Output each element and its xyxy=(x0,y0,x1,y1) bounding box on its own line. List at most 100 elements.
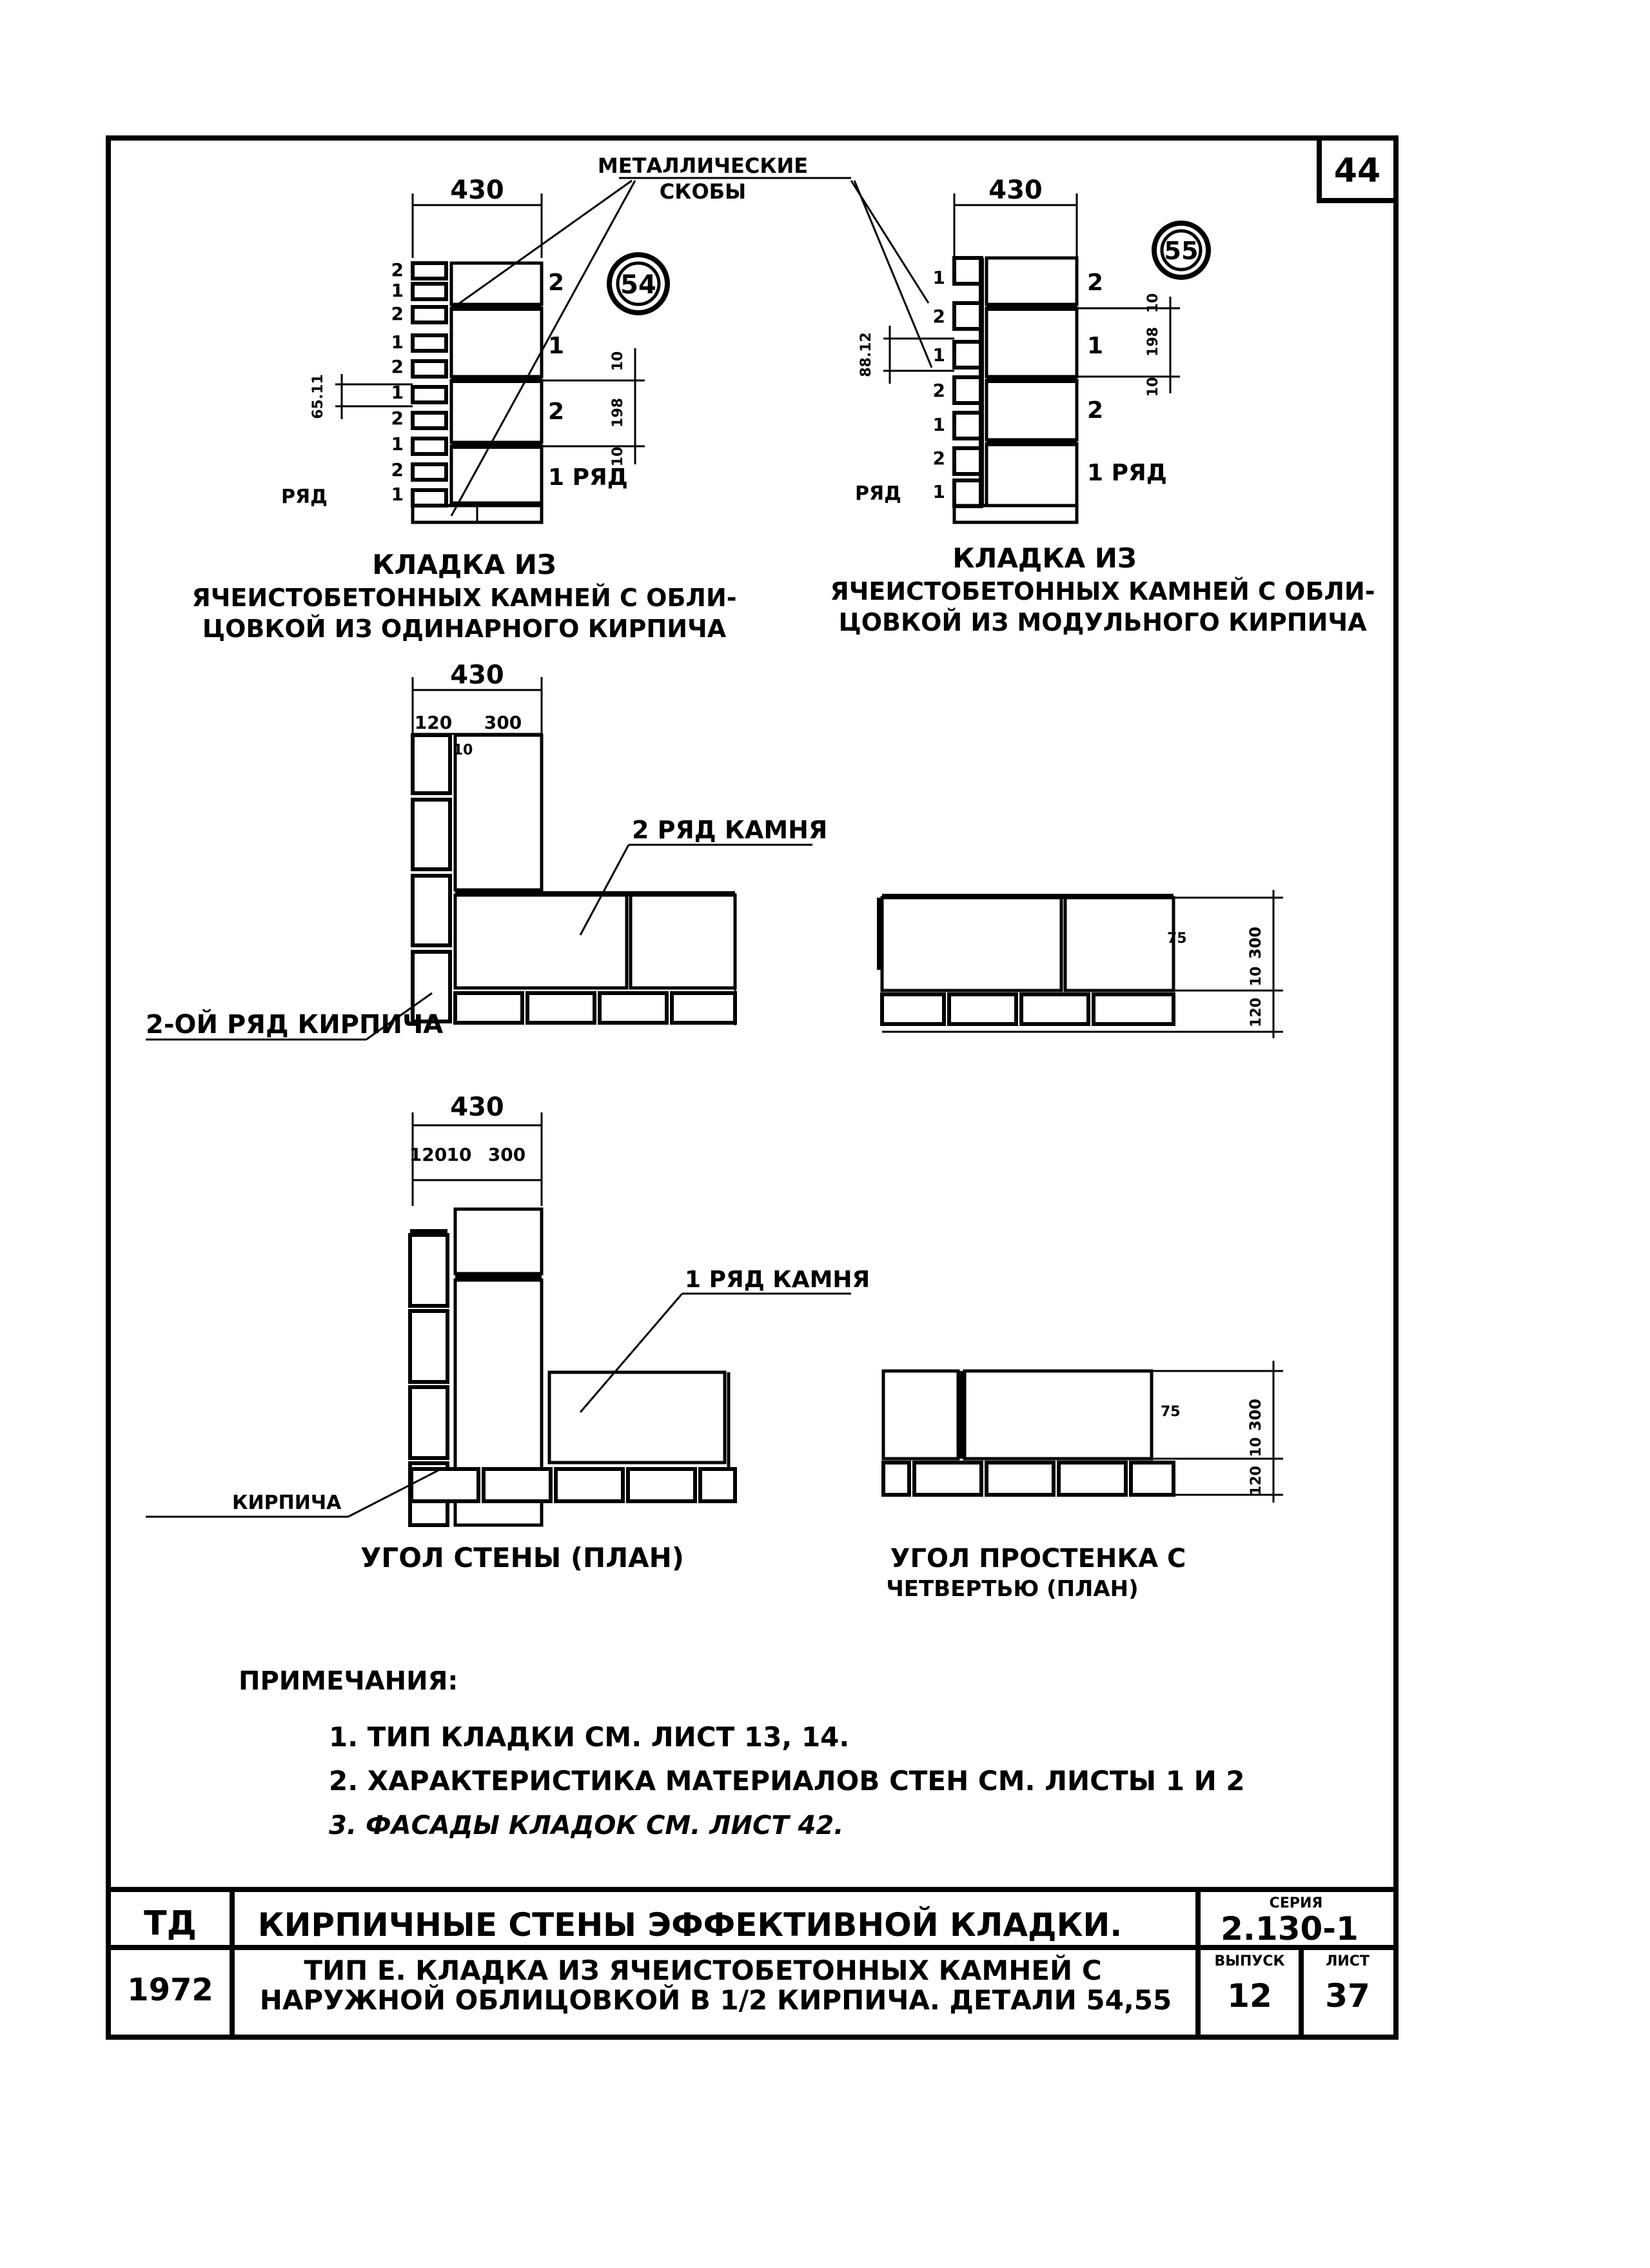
org: ТД xyxy=(144,1904,197,1943)
leader-line xyxy=(457,179,633,306)
course-number: 1 xyxy=(933,267,945,288)
sheet-number-box xyxy=(1317,135,1399,203)
caption-line: ЯЧЕИСТОБЕТОННЫХ КАМНЕЙ С ОБЛИ- xyxy=(830,577,1375,606)
dim-300: 300 xyxy=(1246,927,1264,959)
dim-75: 75 xyxy=(1161,1404,1181,1420)
note-item: 1. ТИП КЛАДКИ СМ. ЛИСТ 13, 14. xyxy=(329,1721,849,1753)
course-number: 2 xyxy=(391,459,404,480)
issue: 12 xyxy=(1227,1977,1272,2015)
dim-10: 10 xyxy=(447,1144,472,1165)
dim-120: 120 xyxy=(415,712,452,733)
dim-430: 430 xyxy=(450,1092,504,1122)
stone-row: 2 xyxy=(1087,270,1103,296)
caption-line: ЦОВКОЙ ИЗ ОДИНАРНОГО КИРПИЧА xyxy=(202,615,727,643)
stone-block xyxy=(449,444,544,505)
detail-54: 430 2 1 2 1 2 1 xyxy=(192,175,736,643)
leader-line xyxy=(853,180,933,368)
note-item: 3. ФАСАДЫ КЛАДОК СМ. ЛИСТ 42. xyxy=(329,1811,843,1840)
caption-line: КЛАДКА ИЗ xyxy=(952,542,1137,574)
row-label: РЯД xyxy=(281,486,328,508)
sheet-number: 44 xyxy=(1334,152,1380,190)
stone-row: 1 xyxy=(548,333,564,359)
stone-row: 2 xyxy=(548,270,564,296)
course-number: 1 xyxy=(933,481,945,502)
row-label: РЯД xyxy=(855,482,901,505)
notes-title: ПРИМЕЧАНИЯ: xyxy=(239,1666,458,1696)
brick-column xyxy=(952,256,983,508)
course-number: 1 xyxy=(391,484,404,505)
dim-10: 10 xyxy=(1248,967,1264,987)
brick-column xyxy=(411,261,448,508)
dim-stone-joint: 10 xyxy=(610,351,626,371)
caption-line: ЦОВКОЙ ИЗ МОДУЛЬНОГО КИРПИЧА xyxy=(838,608,1367,636)
year: 1972 xyxy=(127,1972,213,2008)
course-number: 2 xyxy=(391,408,404,429)
dim-120: 120 xyxy=(1248,1466,1264,1495)
dim-stone-joint: 10 xyxy=(1145,293,1161,313)
notes: ПРИМЕЧАНИЯ: 1. ТИП КЛАДКИ СМ. ЛИСТ 13, 1… xyxy=(239,1666,1245,1840)
note-item: 2. ХАРАКТЕРИСТИКА МАТЕРИАЛОВ СТЕН СМ. ЛИ… xyxy=(329,1765,1245,1797)
sheet: 37 xyxy=(1325,1977,1370,2015)
detail-number: 54 xyxy=(620,270,656,300)
course-number: 2 xyxy=(933,448,945,469)
plan-row-1: 430 120 10 300 1 РЯД КАМНЯ КИРПИЧА xyxy=(146,1092,1283,1602)
course-number: 1 xyxy=(933,344,945,366)
label-stone: 1 РЯД КАМНЯ xyxy=(685,1267,870,1293)
sheet-label: ЛИСТ xyxy=(1326,1953,1370,1969)
stone-row: 2 xyxy=(1087,397,1103,424)
detail-55: 430 1 2 1 2 1 2 1 РЯД xyxy=(830,175,1375,636)
title-block: ТД 1972 КИРПИЧНЫЕ СТЕНЫ ЭФФЕКТИВНОЙ КЛАД… xyxy=(108,1887,1396,2037)
metal-ties-line2: СКОБЫ xyxy=(660,179,746,204)
course-number: 2 xyxy=(933,306,945,327)
stone-row: 2 xyxy=(548,399,564,425)
label-brick: 2-ОЙ РЯД КИРПИЧА xyxy=(146,1009,443,1040)
course-number: 2 xyxy=(391,356,404,377)
dim-430: 430 xyxy=(988,175,1043,205)
metal-ties-line1: МЕТАЛЛИЧЕСКИЕ xyxy=(598,153,808,178)
leader-line xyxy=(850,180,930,304)
stone-block xyxy=(449,261,544,306)
dim-stone: 198 xyxy=(1145,327,1161,357)
course-number: 1 xyxy=(391,433,404,455)
course-number: 1 xyxy=(391,280,404,301)
sheet-subtitle-1: ТИП Е. КЛАДКА ИЗ ЯЧЕИСТОБЕТОННЫХ КАМНЕЙ … xyxy=(304,1954,1101,1986)
stone-row: 1 xyxy=(1087,333,1103,359)
course-number: 2 xyxy=(391,303,404,324)
detail-circle xyxy=(607,252,670,315)
course-number: 2 xyxy=(933,380,945,401)
caption-pier-corner-2: ЧЕТВЕРТЬЮ (ПЛАН) xyxy=(886,1576,1138,1602)
course-number: 1 xyxy=(933,414,945,435)
detail-circle xyxy=(1152,221,1211,280)
dim-bottom: 10 xyxy=(610,447,626,467)
series-label: СЕРИЯ xyxy=(1270,1895,1323,1911)
sheet-frame xyxy=(106,135,1399,2040)
detail-number: 55 xyxy=(1164,237,1199,265)
course-number: 1 xyxy=(391,382,404,403)
label-brick: КИРПИЧА xyxy=(232,1492,342,1514)
dim-120: 120 xyxy=(409,1144,447,1165)
dim-joint: 88.12 xyxy=(858,332,874,377)
dim-430: 430 xyxy=(450,660,504,690)
dim-300: 300 xyxy=(1246,1399,1264,1431)
issue-label: ВЫПУСК xyxy=(1214,1953,1284,1969)
caption-line: ЯЧЕИСТОБЕТОННЫХ КАМНЕЙ С ОБЛИ- xyxy=(192,584,736,612)
dim-120: 120 xyxy=(1248,998,1264,1027)
dim-10: 10 xyxy=(1248,1437,1264,1457)
dim-300: 300 xyxy=(488,1144,525,1165)
dim-joint: 65.11 xyxy=(310,374,326,419)
caption-wall-corner: УГОЛ СТЕНЫ (ПЛАН) xyxy=(360,1542,684,1573)
dim-430: 430 xyxy=(450,175,504,205)
dim-stone: 198 xyxy=(610,398,626,428)
sheet-subtitle-2: НАРУЖНОЙ ОБЛИЦОВКОЙ В 1/2 КИРПИЧА. ДЕТАЛ… xyxy=(260,1984,1172,2016)
sheet-title: КИРПИЧНЫЕ СТЕНЫ ЭФФЕКТИВНОЙ КЛАДКИ. xyxy=(258,1906,1123,1944)
course-number: 1 xyxy=(391,331,404,353)
course-number: 2 xyxy=(391,259,404,281)
stone-row: 1 РЯД xyxy=(1087,460,1167,486)
series: 2.130-1 xyxy=(1221,1910,1359,1948)
caption-line: КЛАДКА ИЗ xyxy=(372,549,556,580)
dim-300: 300 xyxy=(484,712,522,733)
stone-block xyxy=(449,306,544,379)
stone-row: 1 РЯД xyxy=(548,464,628,491)
plan-row-2: 430 120 300 10 2 РЯД КАМНЯ 2-ОЙ РЯД КИРП… xyxy=(146,660,1283,1041)
